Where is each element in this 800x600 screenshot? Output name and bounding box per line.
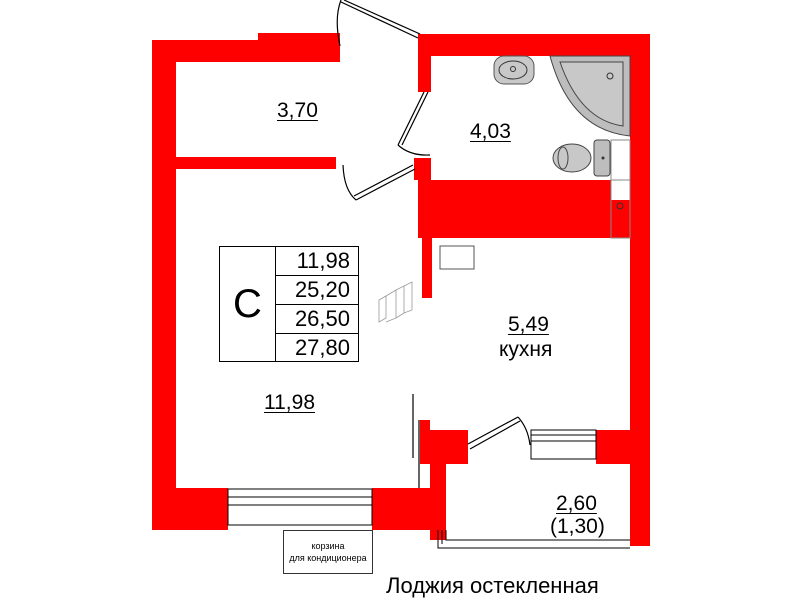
room-area-bathroom: 4,03	[470, 120, 511, 143]
toilet-icon	[552, 139, 611, 177]
area-legend: С 11,98 25,20 26,50 27,80	[219, 246, 359, 362]
room-area-kitchen: 5,49	[508, 313, 549, 336]
windows	[227, 429, 630, 549]
ac-basket-label: корзина для кондиционера	[283, 530, 373, 574]
ac-basket-line2: для кондиционера	[289, 553, 367, 563]
walls	[152, 33, 650, 546]
legend-total-area: 25,20	[276, 276, 358, 305]
room-area-loggia: 2,60	[556, 492, 597, 515]
ac-basket-line1: корзина	[311, 541, 345, 551]
sink-icon	[493, 55, 535, 85]
shaft	[610, 139, 631, 239]
legend-total-area-with-loggia: 27,80	[294, 335, 350, 360]
room-name-kitchen: кухня	[499, 338, 553, 361]
doors	[336, 0, 531, 488]
legend-total-area-with-loggia-reduced: 26,50	[276, 305, 358, 334]
loggia-caption: Лоджия остекленная	[386, 573, 599, 598]
room-area-hall: 3,70	[277, 99, 318, 122]
room-area-loggia-reduced: (1,30)	[550, 515, 605, 538]
room-area-living-room: 11,98	[264, 391, 315, 414]
legend-living-area: 11,98	[276, 247, 358, 276]
corner-bathtub-icon	[549, 55, 631, 137]
refrigerator-icon	[378, 281, 413, 323]
apartment-type: С	[220, 247, 276, 361]
stove-icon	[439, 245, 475, 270]
